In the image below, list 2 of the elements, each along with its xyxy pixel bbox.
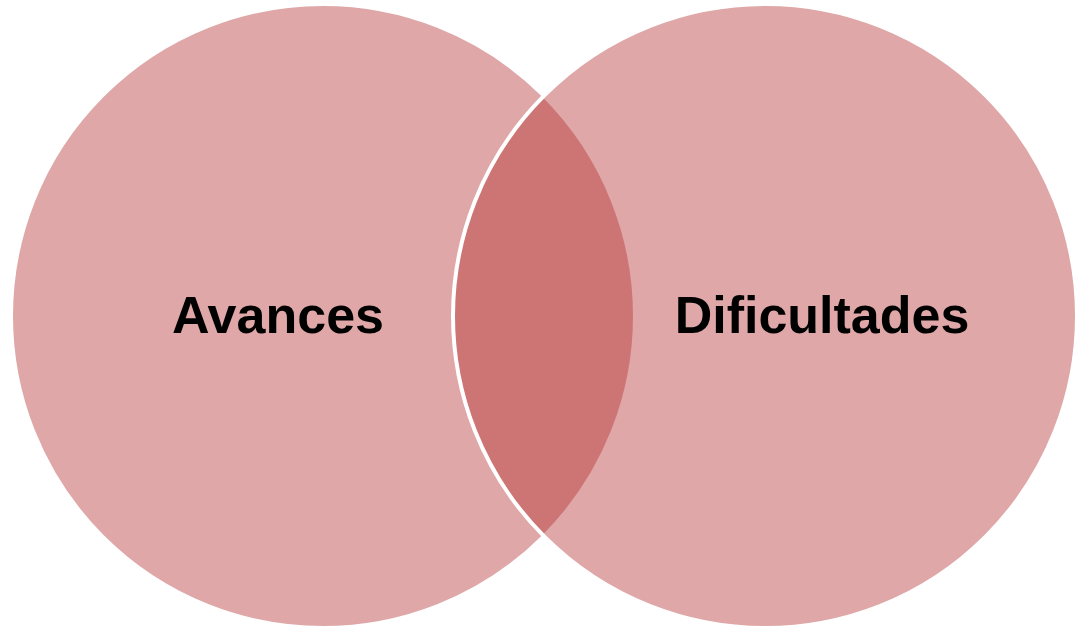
circle-label: Avances [172, 287, 384, 345]
circle-label: Dificultades [674, 287, 970, 345]
